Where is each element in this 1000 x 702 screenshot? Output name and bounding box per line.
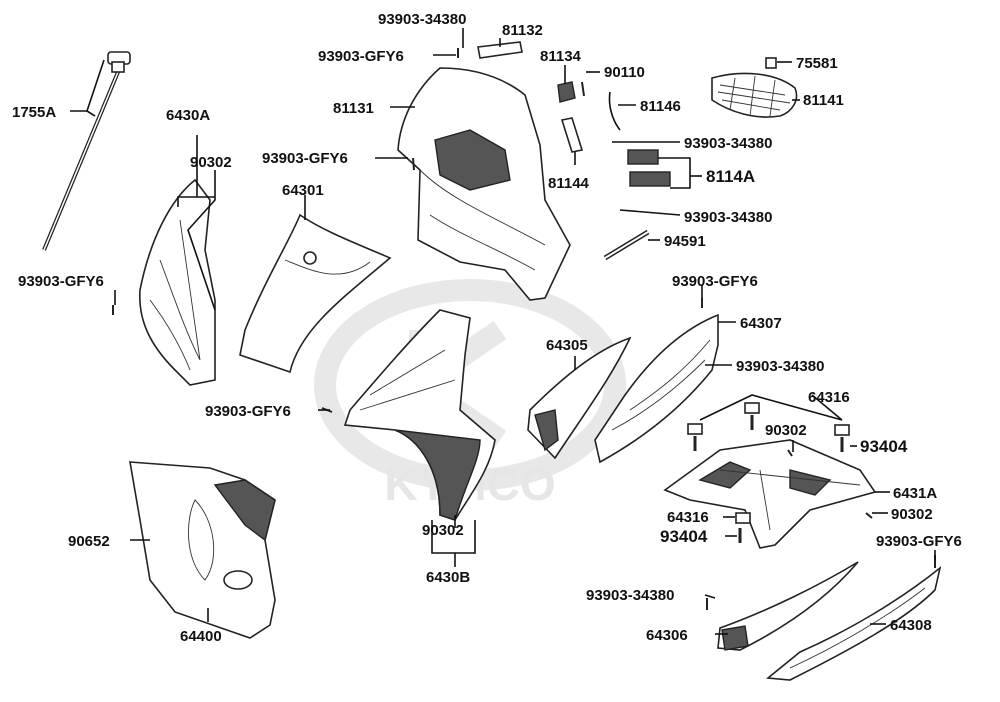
- part-81141-grille: [711, 72, 798, 118]
- label-93404-right: 93404: [860, 437, 908, 456]
- label-93903-gfy6-right: 93903-GFY6: [672, 273, 758, 290]
- label-93903-34380-mid: 93903-34380: [684, 209, 772, 226]
- leader-lines: [70, 28, 936, 635]
- part-81131-inner-panel: [397, 67, 571, 301]
- part-labels: 93903-34380 81132 93903-GFY6 81134 90110…: [12, 11, 962, 645]
- label-94591: 94591: [664, 233, 706, 250]
- part-8114a-switch: [627, 149, 671, 187]
- label-81134: 81134: [540, 48, 582, 65]
- part-6430b-lower-cover: [343, 309, 496, 521]
- part-81132-bracket: [477, 41, 523, 59]
- label-93903-gfy6-left: 93903-GFY6: [18, 273, 104, 290]
- part-64316-grommets: [687, 402, 850, 524]
- label-8114a: 8114A: [706, 167, 755, 186]
- label-64307: 64307: [740, 315, 782, 332]
- label-81141: 81141: [803, 92, 844, 109]
- label-93404-lower: 93404: [660, 527, 708, 546]
- label-90652: 90652: [68, 533, 110, 550]
- label-1755a: 1755A: [12, 104, 56, 121]
- label-64400: 64400: [180, 628, 222, 645]
- part-1755a-dipstick: [42, 51, 131, 251]
- label-93903-gfy6-bottom-right: 93903-GFY6: [876, 533, 962, 550]
- label-93903-34380-top: 93903-34380: [378, 11, 466, 28]
- part-81146-seal: [608, 91, 621, 131]
- part-64306-side-rail: [717, 561, 859, 651]
- label-81131: 81131: [333, 100, 374, 117]
- part-94591-rod: [603, 229, 650, 261]
- label-90302-right-mid: 90302: [765, 422, 807, 439]
- label-6431a: 6431A: [893, 485, 937, 502]
- label-93903-34380-right-upper: 93903-34380: [684, 135, 772, 152]
- part-6430a-side-cover: [139, 178, 216, 386]
- part-75581-clip: [765, 57, 777, 69]
- part-90110-screw: [581, 81, 585, 97]
- label-93903-34380-bottom: 93903-34380: [586, 587, 674, 604]
- part-64301-front-cover: [239, 213, 392, 374]
- label-64305: 64305: [546, 337, 588, 354]
- part-64307-side-panel: [594, 313, 719, 464]
- part-64305-panel: [527, 336, 632, 460]
- label-64316-lower: 64316: [667, 509, 709, 526]
- part-64308-side-rail: [765, 565, 942, 681]
- label-81132: 81132: [502, 22, 543, 39]
- label-90110: 90110: [604, 64, 645, 81]
- part-64400-lower-cover: [129, 461, 276, 639]
- part-93404-bolts: [693, 415, 844, 543]
- label-75581: 75581: [796, 55, 838, 72]
- label-90302-upper-left: 90302: [190, 154, 232, 171]
- label-81146: 81146: [640, 98, 681, 115]
- label-90302-right-lower: 90302: [891, 506, 933, 523]
- part-81144-lens: [560, 117, 584, 153]
- label-6430b: 6430B: [426, 569, 470, 586]
- part-6431a-floor: [663, 439, 877, 549]
- label-64308: 64308: [890, 617, 932, 634]
- label-64301: 64301: [282, 182, 324, 199]
- label-64306: 64306: [646, 627, 688, 644]
- label-6430a: 6430A: [166, 107, 210, 124]
- label-93903-gfy6-top: 93903-GFY6: [318, 48, 404, 65]
- label-90302-lower-mid: 90302: [422, 522, 464, 539]
- label-64316-upper: 64316: [808, 389, 850, 406]
- label-93903-34380-lower: 93903-34380: [736, 358, 824, 375]
- label-81144: 81144: [548, 175, 590, 192]
- label-93903-gfy6-mid: 93903-GFY6: [262, 150, 348, 167]
- part-81134-cap: [557, 81, 576, 103]
- label-93903-gfy6-mid-left: 93903-GFY6: [205, 403, 291, 420]
